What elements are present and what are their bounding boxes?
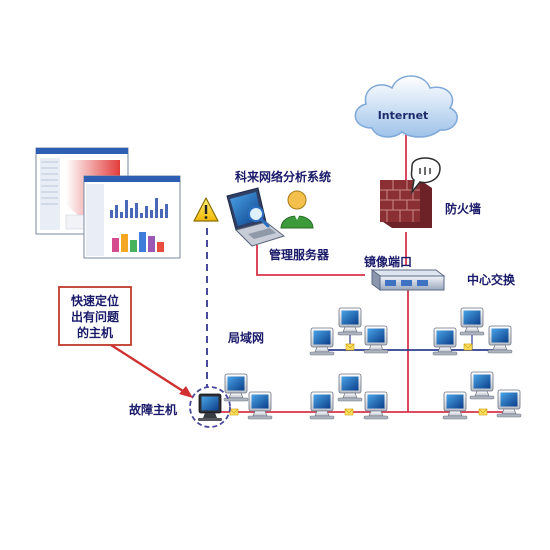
switch-icon [370, 269, 446, 291]
firewall-brick-icon [380, 157, 441, 228]
pc-cluster-lower-right [442, 371, 522, 420]
laptop-icon [226, 187, 286, 247]
monitor-icon [487, 325, 513, 354]
callout-line-3: 的主机 [77, 325, 113, 340]
monitor-icon [432, 327, 458, 356]
pc-cluster-lower-middle [309, 373, 389, 420]
envelope-icon [229, 408, 239, 416]
mirror-port-label: 镜像端口 [364, 254, 412, 269]
analysis-system-label: 科来网络分析系统 [235, 169, 331, 184]
envelope-icon [478, 408, 488, 416]
core-switch-label: 中心交换 [467, 272, 516, 287]
monitor-icon [459, 307, 485, 336]
monitor-icon [247, 391, 273, 420]
internet-cloud-icon [354, 75, 458, 138]
pc-cluster-upper-middle [309, 307, 389, 356]
callout-line-1: 快速定位 [71, 293, 119, 308]
faulty-host-label: 故障主机 [129, 402, 177, 417]
monitor-icon [442, 391, 468, 420]
monitor-icon [198, 393, 222, 421]
envelope-icon [345, 343, 355, 351]
monitor-icon [496, 389, 522, 418]
faulty-host [189, 386, 231, 428]
callout-line-2: 出有问题 [71, 309, 120, 324]
firewall-label: 防火墙 [445, 201, 481, 216]
analysis-chart-window [83, 175, 181, 259]
monitor-icon [363, 325, 389, 354]
management-server-label: 管理服务器 [269, 247, 330, 262]
lan-label: 局域网 [228, 330, 264, 345]
internet-label: Internet [378, 109, 429, 122]
monitor-icon [309, 327, 335, 356]
user-icon [280, 190, 314, 229]
callout-box: 快速定位 出有问题 的主机 [58, 286, 132, 346]
monitor-icon [363, 391, 389, 420]
callout-arrow [110, 343, 193, 398]
monitor-icon [309, 391, 335, 420]
envelope-icon [344, 408, 354, 416]
monitor-icon [337, 307, 363, 336]
envelope-icon [463, 343, 473, 351]
monitor-icon [469, 371, 495, 400]
warning-icon [193, 197, 219, 222]
monitor-icon [337, 373, 363, 402]
